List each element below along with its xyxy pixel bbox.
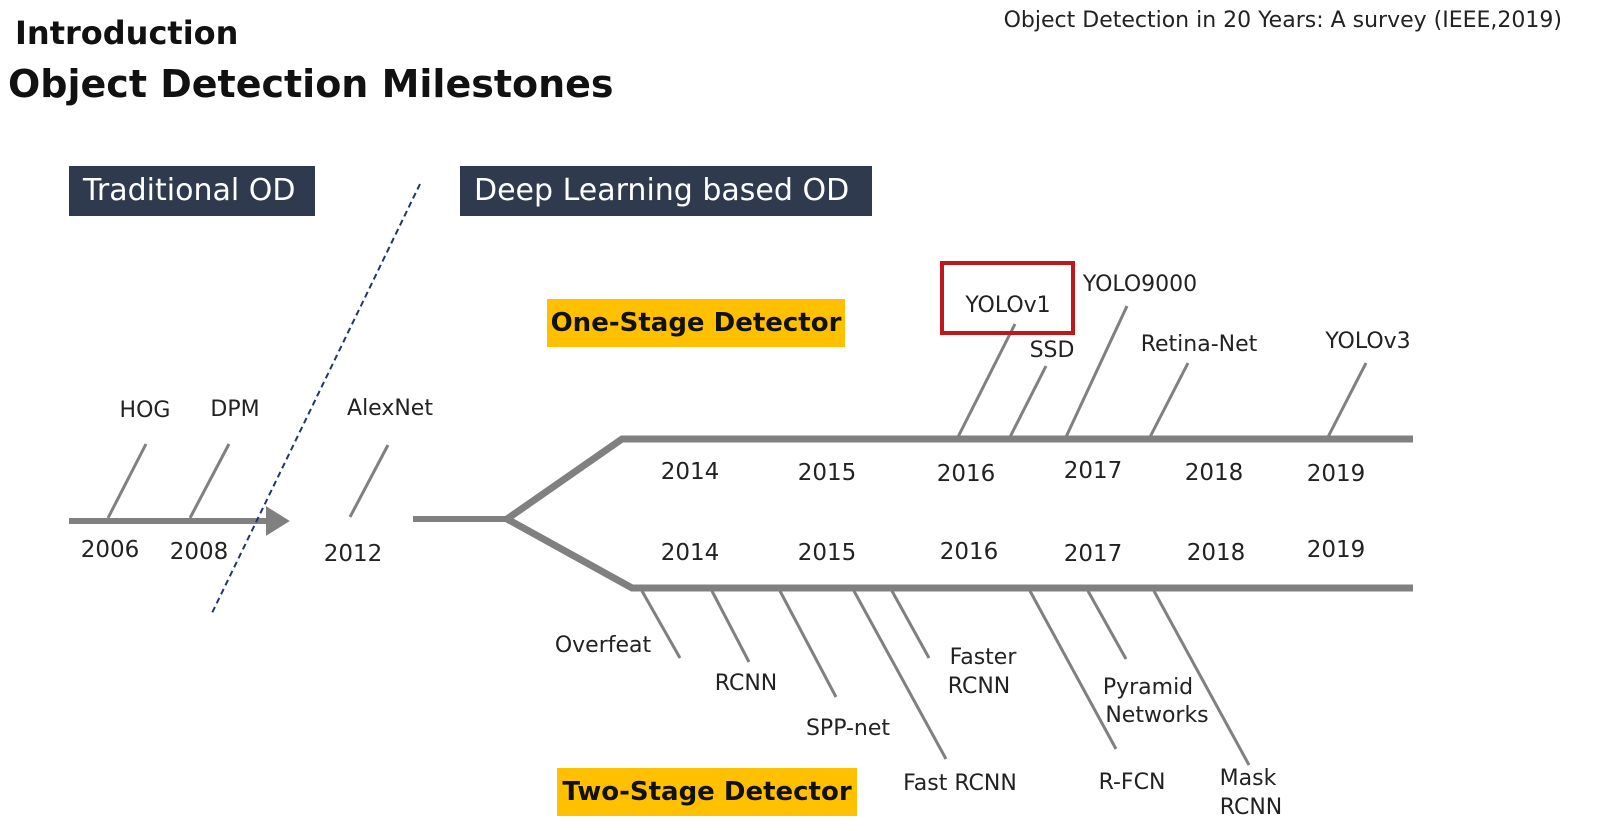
page-title: Object Detection Milestones — [8, 62, 614, 106]
milestone-label-ssd: SSD — [1030, 338, 1075, 363]
tick-rcnn — [710, 590, 751, 663]
milestone-label-yolov1: YOLOv1 — [964, 293, 1050, 318]
milestone-label-rfcn: R-FCN — [1099, 770, 1166, 795]
milestone-label-yolo9000: YOLO9000 — [1082, 272, 1197, 297]
two-stage-year-2016: 2016 — [940, 539, 999, 565]
milestone-label-hog: HOG — [120, 398, 171, 423]
tick-alexnet — [348, 444, 390, 518]
two-stage-year-2014: 2014 — [661, 540, 720, 566]
tick-retina-net — [1148, 362, 1190, 438]
milestone-label-mask-rcnn-line1: Mask — [1220, 766, 1277, 791]
tick-rfcn — [1028, 590, 1118, 750]
stage-label-two-stage: Two-Stage Detector — [557, 768, 857, 816]
milestone-label-fpn-line2: Networks — [1105, 703, 1208, 728]
two-stage-year-2017: 2017 — [1064, 541, 1123, 567]
yolov1-highlight-box — [940, 261, 1075, 335]
milestone-label-overfeat: Overfeat — [555, 633, 652, 658]
tick-yolov3 — [1326, 362, 1368, 438]
milestone-label-faster-rcnn-line2: RCNN — [948, 674, 1010, 699]
tick-fpn — [1086, 590, 1128, 660]
milestone-label-retina-net: Retina-Net — [1141, 332, 1258, 357]
two-stage-year-2018: 2018 — [1187, 540, 1246, 566]
milestone-label-fpn-line1: Pyramid — [1103, 675, 1193, 700]
tick-overfeat — [640, 590, 682, 659]
tick-fast-rcnn — [852, 590, 948, 760]
one-stage-branch — [505, 435, 1413, 522]
stage-label-one-stage: One-Stage Detector — [547, 299, 845, 347]
one-stage-year-2014: 2014 — [661, 459, 720, 485]
milestone-label-yolov3: YOLOv3 — [1324, 329, 1410, 354]
one-stage-year-2017: 2017 — [1064, 458, 1123, 484]
milestone-label-faster-rcnn-line1: Faster — [950, 645, 1018, 670]
tick-yolov1 — [956, 323, 1017, 438]
tick-mask-rcnn — [1152, 590, 1251, 766]
year-label-2008: 2008 — [170, 539, 229, 565]
one-stage-year-2019: 2019 — [1307, 461, 1366, 487]
era-label-traditional: Traditional OD — [69, 166, 315, 216]
milestone-label-mask-rcnn-line2: RCNN — [1220, 795, 1282, 820]
milestone-label-dpm: DPM — [210, 397, 259, 422]
tick-sppnet — [778, 590, 838, 698]
tick-faster-rcnn — [890, 590, 931, 659]
milestone-label-rcnn: RCNN — [715, 671, 777, 696]
tick-dpm — [188, 443, 231, 519]
tick-hog — [106, 443, 148, 519]
year-label-2012: 2012 — [324, 541, 383, 567]
two-stage-year-2019: 2019 — [1307, 537, 1366, 563]
milestone-label-alexnet: AlexNet — [347, 396, 433, 421]
era-label-deep-learning: Deep Learning based OD — [460, 166, 872, 216]
two-stage-branch — [505, 515, 1413, 592]
one-stage-year-2016: 2016 — [937, 461, 996, 487]
one-stage-year-2015: 2015 — [798, 460, 857, 486]
section-label: Introduction — [15, 14, 239, 52]
year-label-2006: 2006 — [81, 537, 140, 563]
citation: Object Detection in 20 Years: A survey (… — [1003, 8, 1562, 33]
tick-ssd — [1008, 365, 1048, 438]
tick-yolo9000 — [1064, 305, 1129, 438]
one-stage-year-2018: 2018 — [1185, 460, 1244, 486]
milestone-label-fast-rcnn: Fast RCNN — [903, 771, 1017, 796]
two-stage-year-2015: 2015 — [798, 540, 857, 566]
milestone-label-sppnet: SPP-net — [806, 716, 890, 741]
